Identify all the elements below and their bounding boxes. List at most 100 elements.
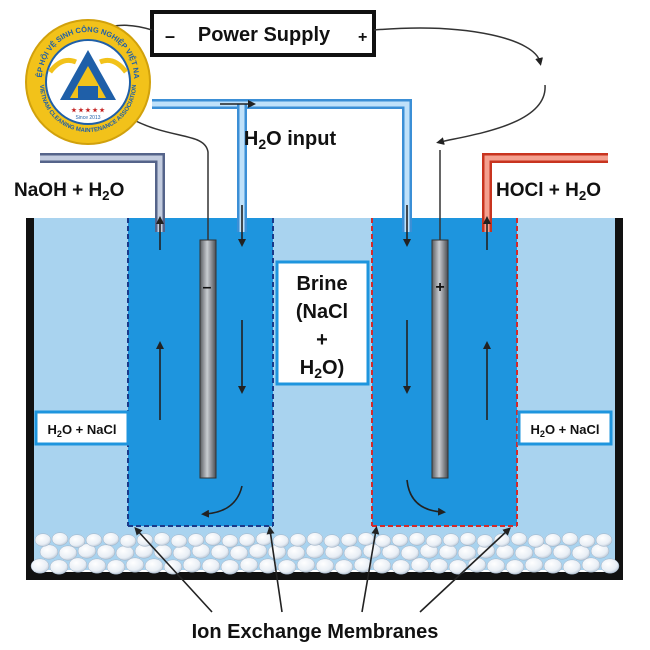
power-positive-terminal: + <box>358 29 367 46</box>
bubble-layer <box>30 532 620 575</box>
bubble <box>543 558 563 574</box>
brine-line-2: (NaCl <box>296 301 348 323</box>
tank-left-wall <box>26 218 34 578</box>
naoh-outlet-label: NaOH + H2O <box>14 180 124 203</box>
bubble <box>96 544 116 560</box>
bubble <box>353 557 373 573</box>
bubble <box>51 532 69 546</box>
bubble <box>391 533 409 547</box>
bubble <box>448 559 468 575</box>
side-label-left: H2O + NaCl <box>34 410 130 446</box>
bubble <box>486 558 506 574</box>
bubble <box>201 558 221 574</box>
bubble <box>39 544 59 560</box>
bubble <box>442 533 460 547</box>
bubble <box>172 545 192 561</box>
bubble <box>581 557 601 573</box>
tank-right-wall <box>615 218 623 578</box>
bubble <box>210 544 230 560</box>
bubble <box>106 559 126 575</box>
membranes-label: Ion Exchange Membranes <box>192 621 439 643</box>
bubble <box>258 558 278 574</box>
flow-arrows <box>156 205 491 518</box>
bubble <box>187 533 205 547</box>
bubble <box>343 545 363 561</box>
bubble <box>561 532 579 546</box>
bubble <box>578 534 596 548</box>
bubble <box>119 534 137 548</box>
bubble <box>381 544 401 560</box>
bubble <box>255 532 273 546</box>
bubble <box>102 532 120 546</box>
bubble <box>524 557 544 573</box>
bubble <box>315 558 335 574</box>
cathode-sign: – <box>203 279 212 296</box>
bubble <box>34 533 52 547</box>
bubble <box>182 557 202 573</box>
brine-line-3: + <box>316 329 328 351</box>
bubble <box>527 534 545 548</box>
bubble <box>115 545 135 561</box>
bubble <box>571 545 591 561</box>
bubble <box>87 558 107 574</box>
bubble <box>514 545 534 561</box>
brine-line-4: H2O) <box>300 357 344 381</box>
bubble <box>277 559 297 575</box>
bubble <box>85 533 103 547</box>
bubble <box>410 557 430 573</box>
bubble <box>272 534 290 548</box>
bubble <box>239 557 259 573</box>
power-supply-label: Power Supply <box>198 24 331 46</box>
bubble <box>170 534 188 548</box>
bubble <box>221 534 239 548</box>
bubble <box>595 533 613 547</box>
bubble <box>323 534 341 548</box>
membrane-pointers <box>134 526 511 613</box>
bubble <box>459 532 477 546</box>
bubble <box>544 533 562 547</box>
bubble <box>30 558 50 574</box>
power-supply: – Power Supply + <box>150 10 376 57</box>
brine-label-box: Brine (NaCl + H2O) <box>275 260 370 386</box>
bubble <box>68 534 86 548</box>
anode-sign: + <box>435 279 444 296</box>
bubble <box>425 534 443 548</box>
bubble <box>248 543 268 559</box>
bubble <box>391 559 411 575</box>
bubble <box>306 532 324 546</box>
bubble <box>220 559 240 575</box>
bubble <box>510 532 528 546</box>
cathode-electrode: – <box>199 239 217 479</box>
hocl-outlet-pipe <box>482 153 608 232</box>
bubble <box>204 532 222 546</box>
wire-positive-top <box>373 27 544 66</box>
bubble <box>374 534 392 548</box>
bubble <box>153 532 171 546</box>
bubble <box>495 544 515 560</box>
power-supply-box <box>150 10 376 57</box>
naoh-outlet-pipe <box>40 153 165 232</box>
bubble <box>562 559 582 575</box>
hocl-outlet-label: HOCl + H2O <box>496 180 601 203</box>
flow-arrow-anode-bottom <box>406 479 446 516</box>
bubble <box>476 534 494 548</box>
power-negative-terminal: – <box>165 26 175 46</box>
anode-electrode: + <box>431 239 449 479</box>
water-input-pipe <box>152 99 412 232</box>
flow-arrow-cathode-bottom <box>201 485 243 518</box>
water-input-label: H2O input <box>244 128 337 152</box>
bubble <box>552 544 572 560</box>
bubble <box>68 557 88 573</box>
bubble <box>49 559 69 575</box>
tank-floor <box>26 572 623 580</box>
association-logo: HIỆP HỘI VỆ SINH CÔNG NGHIỆP VIỆT NAM VI… <box>0 0 151 145</box>
bubble <box>77 543 97 559</box>
bubble <box>238 533 256 547</box>
bubble <box>229 545 249 561</box>
bubble <box>505 559 525 575</box>
bubble <box>289 533 307 547</box>
bubble <box>357 532 375 546</box>
svg-text:Since 2013: Since 2013 <box>75 115 100 121</box>
brine-line-1: Brine <box>296 273 347 295</box>
